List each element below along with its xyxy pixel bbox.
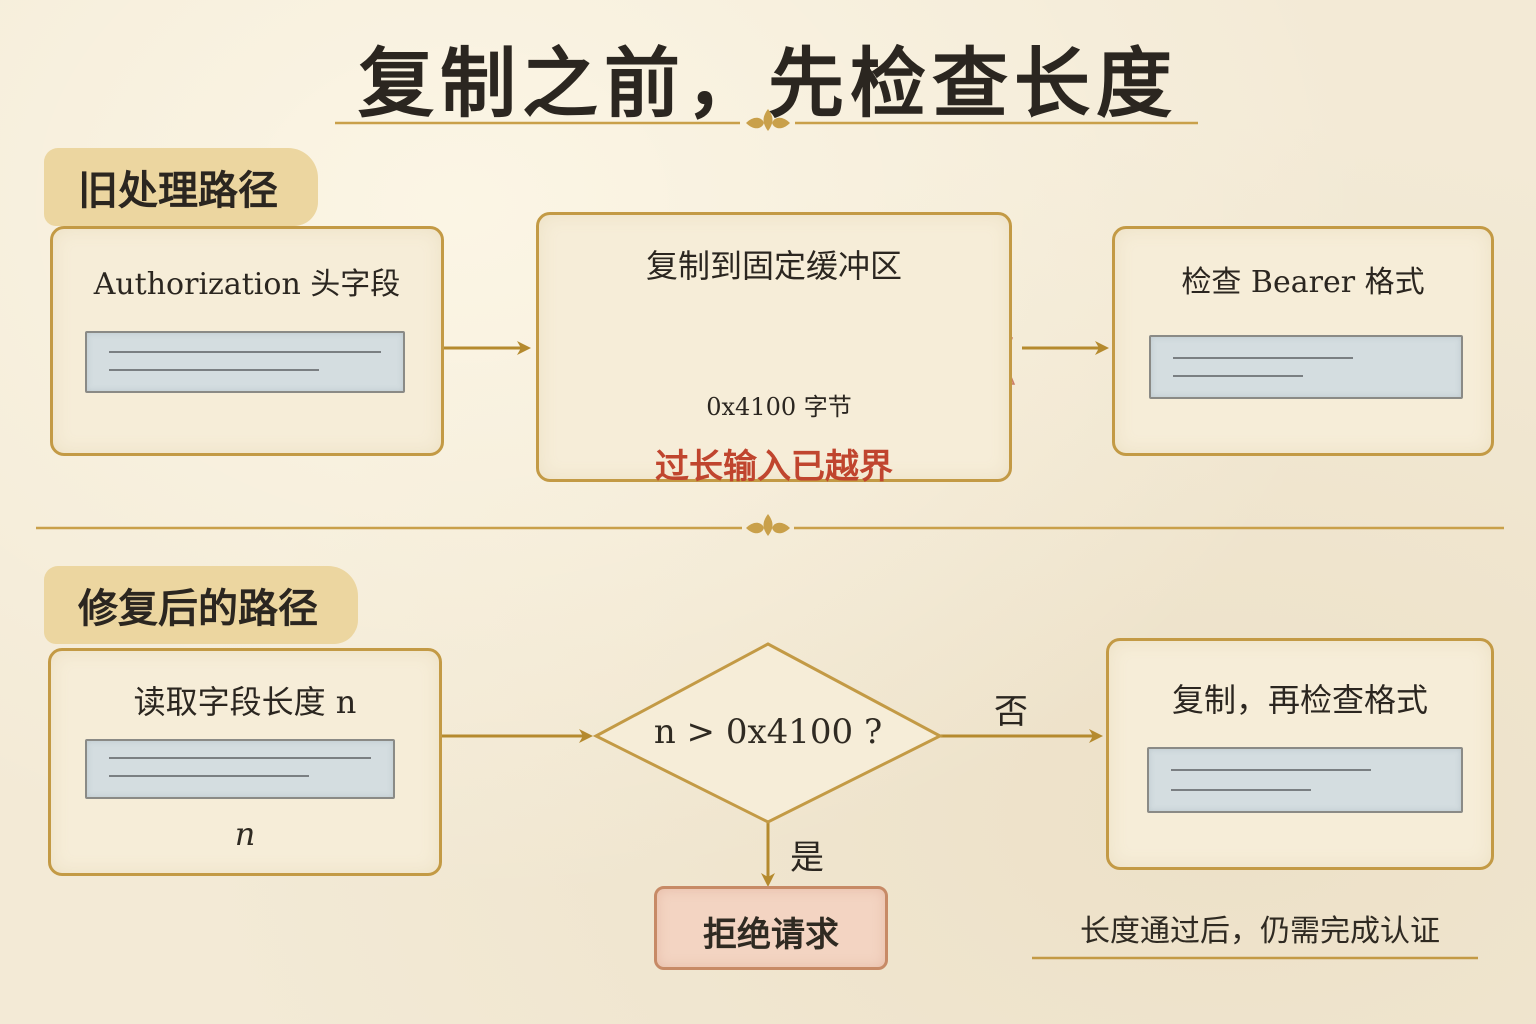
reject-request-box: 拒绝请求 <box>654 886 888 970</box>
old-step3-label: 检查 Bearer 格式 <box>1181 265 1425 300</box>
length-variable: n <box>234 815 256 853</box>
fixed-step3-card: 复制，再检查格式 <box>1106 638 1494 870</box>
header-strip-checked <box>1149 335 1463 399</box>
old-step3-card: 检查 Bearer 格式 <box>1112 226 1494 456</box>
header-strip-measured <box>85 739 395 799</box>
old-step2-label: 复制到固定缓冲区 <box>645 247 902 285</box>
old-step2-card: 复制到固定缓冲区 0x4100 字节 过长输入已越界 <box>536 212 1012 487</box>
old-step1-card: Authorization 头字段 <box>50 226 444 456</box>
old-step1-label: Authorization 头字段 <box>93 267 401 302</box>
yes-label: 是 <box>790 838 824 878</box>
ornament-icon <box>746 109 790 131</box>
fixed-step1-label: 读取字段长度 n <box>133 683 357 721</box>
no-label: 否 <box>994 692 1028 732</box>
page-title: 复制之前，先检查长度 <box>358 39 1178 128</box>
overflow-warning: 过长输入已越界 <box>655 447 893 487</box>
ornament-icon <box>746 514 790 536</box>
decision-label: n > 0x4100 ? <box>653 712 883 752</box>
fixed-step3-label: 复制，再检查格式 <box>1171 681 1428 719</box>
buffer-size-label: 0x4100 字节 <box>706 393 852 421</box>
fixed-path-label: 修复后的路径 <box>44 566 358 644</box>
auth-note: 长度通过后，仍需完成认证 <box>1080 914 1440 949</box>
header-strip <box>85 331 405 393</box>
title-divider <box>335 109 1198 131</box>
decision-diamond <box>592 642 944 824</box>
header-strip-copied <box>1147 747 1463 813</box>
section-divider <box>36 514 1504 536</box>
old-path-label: 旧处理路径 <box>44 148 318 226</box>
reject-label: 拒绝请求 <box>703 915 839 955</box>
fixed-step1-card: 读取字段长度 n n <box>48 648 442 876</box>
